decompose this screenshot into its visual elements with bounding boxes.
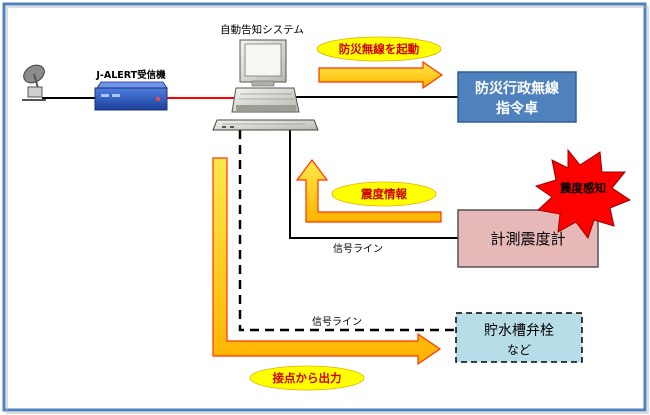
water-tank-label-1: 貯水槽弁栓 bbox=[484, 323, 554, 339]
system-label: 自動告知システム bbox=[220, 23, 304, 36]
jalert-receiver-icon bbox=[94, 81, 168, 111]
signal-line-label-2: 信号ライン bbox=[312, 316, 362, 328]
contact-output-callout bbox=[249, 365, 365, 391]
water-tank-valve-box bbox=[455, 312, 583, 363]
contact-output-arrow bbox=[212, 157, 442, 366]
signal-line-label-1: 信号ライン bbox=[333, 243, 383, 255]
tank-signal-line bbox=[238, 130, 456, 332]
bousai-console-label-2: 指令卓 bbox=[496, 100, 538, 117]
bousai-console-box bbox=[457, 71, 577, 123]
jalert-label: J-ALERT受信機 bbox=[95, 69, 166, 81]
contact-output-text: 接点から出力 bbox=[273, 371, 342, 385]
computer-icon bbox=[212, 39, 319, 131]
intensity-info-callout bbox=[331, 181, 437, 207]
activate-callout bbox=[316, 36, 442, 62]
activate-arrow bbox=[318, 60, 444, 90]
seismometer-signal-line bbox=[289, 128, 458, 239]
bousai-console-label-1: 防災行政無線 bbox=[475, 80, 559, 97]
frame-shadow bbox=[6, 6, 649, 414]
seismometer-label: 計測震度計 bbox=[490, 230, 565, 248]
quake-detect-label: 震度感知 bbox=[559, 181, 606, 195]
satellite-dish-icon bbox=[22, 64, 46, 101]
water-tank-label-2: など bbox=[507, 343, 531, 357]
intensity-info-text: 震度情報 bbox=[360, 187, 407, 201]
intensity-info-arrow bbox=[295, 159, 442, 223]
quake-detect-burst-icon bbox=[534, 148, 632, 240]
activate-text: 防災無線を起動 bbox=[339, 42, 420, 56]
